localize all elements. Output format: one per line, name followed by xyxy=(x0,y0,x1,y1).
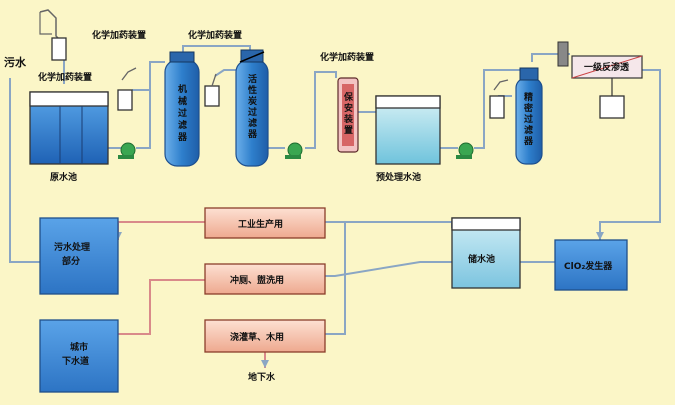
sewage-treat-label: 污水处理部分 xyxy=(54,241,90,267)
pipe-industrial-sewage xyxy=(117,221,205,240)
sewage-label: 污水 xyxy=(4,55,27,69)
security-filter-label: 保安装置 xyxy=(343,91,354,136)
toilet-label: 冲厕、盥洗用 xyxy=(230,274,284,286)
chem-dosing-4 xyxy=(489,79,509,119)
security-filter xyxy=(337,77,359,153)
carbon-filter xyxy=(235,49,269,167)
city-sewer-label: 城市下水道 xyxy=(62,341,89,367)
chem-dosing-3 xyxy=(204,73,220,107)
mech-filter-label: 机械过滤器 xyxy=(177,83,188,143)
mechanical-filter xyxy=(164,51,200,167)
industrial-label: 工业生产用 xyxy=(238,218,283,230)
pipe-toilet-city xyxy=(118,279,205,335)
chem-dosing-1 xyxy=(39,9,67,61)
pretreat-pool xyxy=(375,95,441,165)
pipe-sewage-to-treatment xyxy=(9,78,40,263)
storage-pool-label: 储水池 xyxy=(468,253,495,265)
chem4-label: 化学加药装置 xyxy=(320,51,374,63)
pipe-pump-mech xyxy=(136,61,165,149)
pipe-storage-toilet xyxy=(325,261,452,277)
pipe-ro-clo2 xyxy=(599,69,661,240)
city-sewer-box xyxy=(39,319,119,393)
toilet-box xyxy=(204,263,326,295)
arrows xyxy=(114,232,604,368)
irrigation-box xyxy=(204,319,326,353)
pump-3 xyxy=(456,142,474,159)
ro-label: 一级反渗透 xyxy=(584,61,630,73)
pipe-pump2-security xyxy=(305,71,337,149)
pipe-storage-irrigation xyxy=(325,221,453,335)
raw-pool-label: 原水池 xyxy=(50,171,77,183)
pretreat-pool-label: 预处理水池 xyxy=(376,171,421,183)
chem1-label: 化学加药装置 xyxy=(38,71,92,83)
precision-filter-label: 精密过滤器 xyxy=(523,91,534,147)
pump-2 xyxy=(285,142,303,159)
ro-unit xyxy=(557,41,643,119)
sewage-treatment-box xyxy=(39,217,119,295)
pipe-chem3 xyxy=(214,69,236,77)
pump-1 xyxy=(118,142,136,159)
precision-filter xyxy=(515,67,543,165)
arrow-down-icon xyxy=(261,360,269,368)
raw-water-pool xyxy=(29,91,109,165)
chem3-label: 化学加药装置 xyxy=(188,29,242,41)
chem-dosing-2 xyxy=(117,67,137,111)
chem2-label: 化学加药装置 xyxy=(92,29,146,41)
clo2-label: ClO₂发生器 xyxy=(564,260,613,272)
irrigation-label: 浇灌草、木用 xyxy=(230,331,284,343)
groundwater-label: 地下水 xyxy=(248,371,276,383)
pipe-precision-ro xyxy=(531,53,570,62)
industrial-box xyxy=(204,207,326,239)
storage-pool xyxy=(451,217,521,289)
clo2-generator xyxy=(554,239,628,291)
carbon-filter-label: 活性炭过滤器 xyxy=(247,73,258,140)
arrow-down-icon xyxy=(596,232,604,240)
